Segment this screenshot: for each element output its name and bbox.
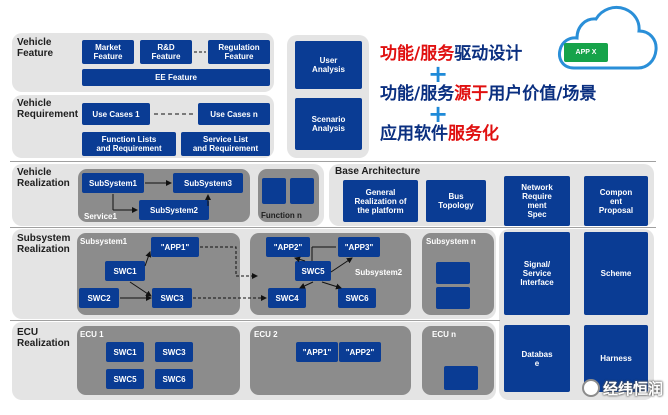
service-list-box: Service List and Requirement [181,132,270,156]
row-label-subsystem-realization: Subsystem Realization [17,233,71,255]
slogan-1-part-b: 驱动设计 [454,44,523,64]
function-n-box-1 [262,178,286,204]
slogan-line-2: 功能/服务源于用户价值/场景 [380,84,596,104]
general-realization-box: General Realization of the platform [343,180,418,222]
ecu-swc6-box: SWC6 [155,369,193,389]
ecu-n-box [444,366,478,390]
slogan-2-part-a: 功能/服务 [380,84,455,104]
slogan-3-part-a: 应用软件 [380,124,448,144]
row-label-vehicle-realization: Vehicle Realization [17,167,70,189]
subsystem2-box: SubSystem2 [139,200,209,220]
use-cases-1-box: Use Cases 1 [82,103,150,125]
slogan-2-part-c: 用户价值/场景 [488,84,597,104]
subsystem-n-box-1 [436,262,470,284]
function-n-box-2 [290,178,314,204]
rd-feature-box: R&D Feature [140,40,192,64]
subsystem-n-label: Subsystem n [426,237,476,246]
function-n-label: Function n [261,211,302,220]
swc4-box: SWC4 [268,288,306,308]
app2-box: "APP2" [266,237,310,257]
slogan-line-1: 功能/服务驱动设计 [380,44,522,64]
slogan-2-part-b: 源于 [454,84,489,104]
slogan-line-3: 应用软件服务化 [380,124,499,144]
swc2-box: SWC2 [79,288,119,308]
scheme-box: Scheme [584,232,648,315]
scenario-analysis-box: Scenario Analysis [295,98,362,150]
row-divider [10,161,656,162]
bus-topology-box: Bus Topology [426,180,486,222]
ecu1-label: ECU 1 [80,330,104,339]
app1-box: "APP1" [151,237,199,257]
slogan-3-part-b: 服务化 [448,124,499,144]
row-divider [10,227,656,228]
ecu-app1-box: "APP1" [296,342,338,362]
user-analysis-box: User Analysis [295,41,362,89]
row-label-vehicle-feature: Vehicle Feature [17,37,54,59]
component-proposal-box: Compon ent Proposal [584,176,648,226]
network-requirement-box: Network Require ment Spec [504,176,570,226]
ecu-swc5-box: SWC5 [106,369,144,389]
row-divider [10,320,500,321]
signal-interface-box: Signal/ Service Interface [504,232,570,315]
watermark-text: 经纬恒润 [603,380,664,398]
app-x-box: APP X [564,43,608,62]
row-label-vehicle-requirement: Vehicle Requirement [17,98,79,120]
base-architecture-title: Base Architecture [335,166,421,177]
row-label-ecu-realization: ECU Realization [17,327,70,349]
subsystem1-label: Subsystem1 [80,237,128,246]
ecu2-label: ECU 2 [254,330,278,339]
app3-box: "APP3" [338,237,380,257]
subsystem1-box: SubSystem1 [82,173,144,193]
subsystem-n-box-2 [436,287,470,309]
slogan-1-part-a: 功能/服务 [380,44,455,64]
regulation-feature-box: Regulation Feature [208,40,270,64]
plus-icon: + [428,100,449,128]
ecu-swc1-box: SWC1 [106,342,144,362]
function-lists-box: Function Lists and Requirement [82,132,176,156]
ecu-n-label: ECU n [432,330,456,339]
service1-label: Service1 [84,212,117,221]
watermark-logo-icon [582,379,600,397]
ecu-app2-box: "APP2" [339,342,381,362]
use-cases-n-box: Use Cases n [198,103,270,125]
swc3-box: SWC3 [152,288,192,308]
swc6-box: SWC6 [338,288,376,308]
ecu-swc3-box: SWC3 [155,342,193,362]
subsystem3-box: SubSystem3 [173,173,243,193]
plus-icon: + [428,60,449,88]
swc5-box: SWC5 [295,261,331,281]
swc1-box: SWC1 [105,261,145,281]
database-box: Databas e [504,325,570,392]
ee-feature-box: EE Feature [82,69,270,86]
subsystem2-label: Subsystem2 [355,268,403,277]
market-feature-box: Market Feature [82,40,134,64]
